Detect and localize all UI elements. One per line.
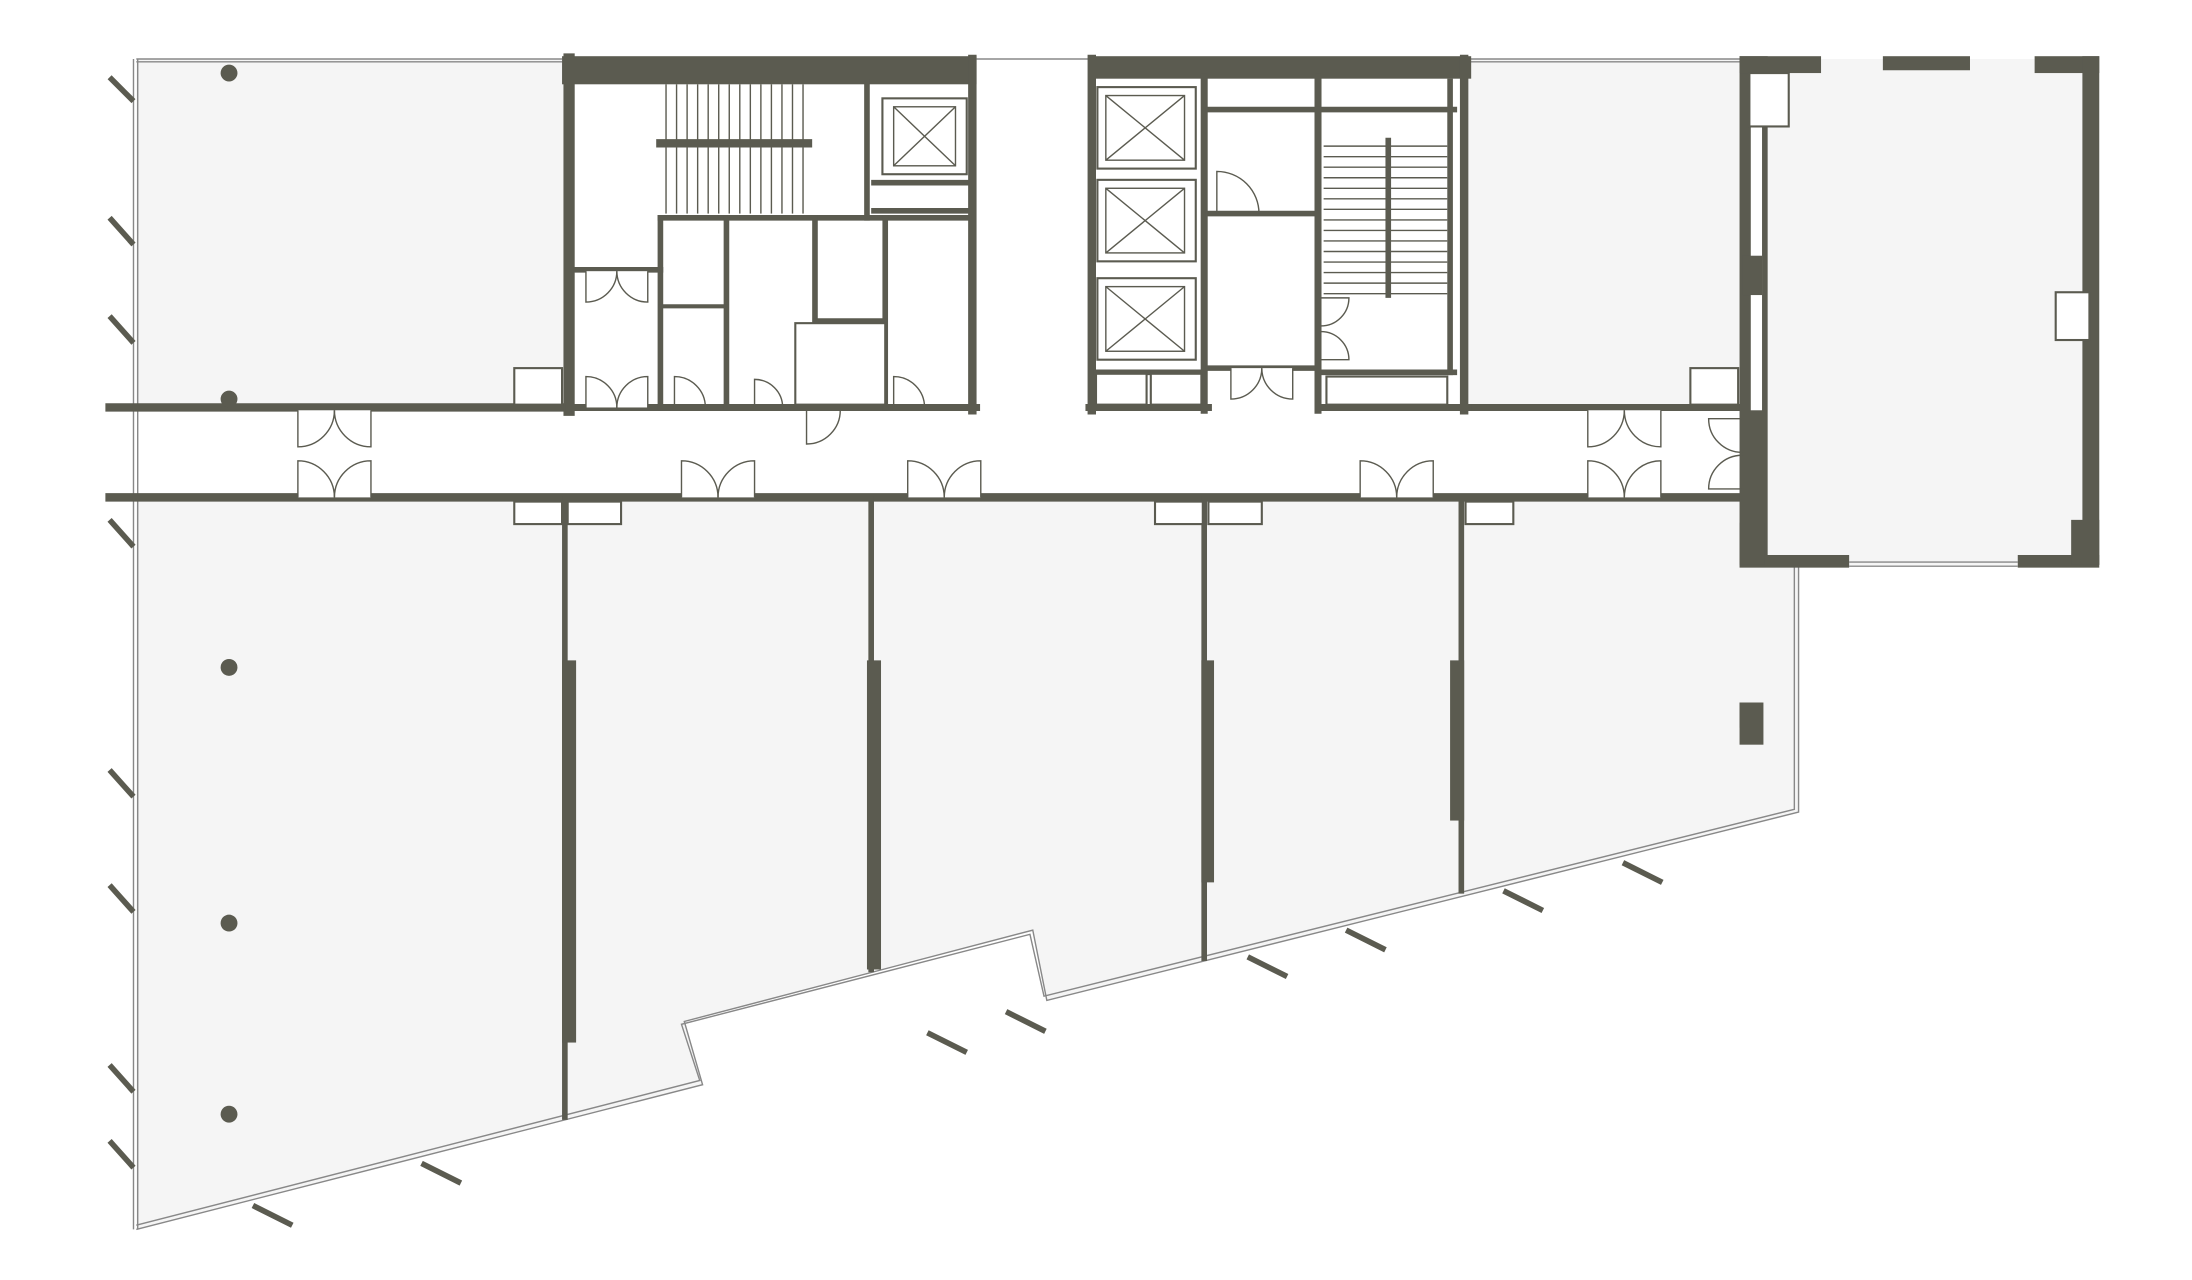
elevators (881, 86, 1197, 361)
door[interactable] (680, 460, 756, 498)
door[interactable] (1320, 297, 1743, 490)
stairs-west (665, 84, 804, 214)
door[interactable] (1587, 410, 1662, 448)
elevator-icon (1096, 86, 1197, 170)
glazing (132, 58, 2018, 1231)
columns (220, 64, 238, 1123)
door[interactable] (1587, 460, 1662, 498)
door[interactable] (1359, 460, 1434, 498)
shading-fins (107, 75, 1664, 1228)
door[interactable] (297, 460, 372, 498)
column (220, 64, 238, 82)
room-fills (136, 59, 2097, 1230)
column (220, 914, 238, 932)
elevator-icon (1096, 178, 1197, 263)
door[interactable] (805, 410, 841, 445)
door[interactable] (585, 271, 649, 303)
room-northwest[interactable] (136, 59, 570, 408)
door[interactable] (1216, 170, 1260, 214)
door[interactable] (907, 460, 982, 498)
door[interactable] (753, 378, 784, 408)
room-tower[interactable] (1742, 59, 2097, 565)
column (220, 658, 238, 676)
column (220, 390, 238, 408)
room-northeast[interactable] (1468, 59, 1743, 408)
door[interactable] (585, 375, 649, 408)
door[interactable] (673, 375, 707, 408)
door[interactable] (1230, 368, 1294, 400)
doors[interactable] (297, 170, 1743, 498)
room-south-wing[interactable] (136, 498, 1799, 1230)
elevator-icon (1096, 277, 1197, 361)
door[interactable] (297, 410, 372, 448)
door[interactable] (892, 375, 926, 408)
stairs-east (1323, 137, 1448, 298)
column (220, 1105, 238, 1123)
elevator-icon (881, 97, 968, 176)
